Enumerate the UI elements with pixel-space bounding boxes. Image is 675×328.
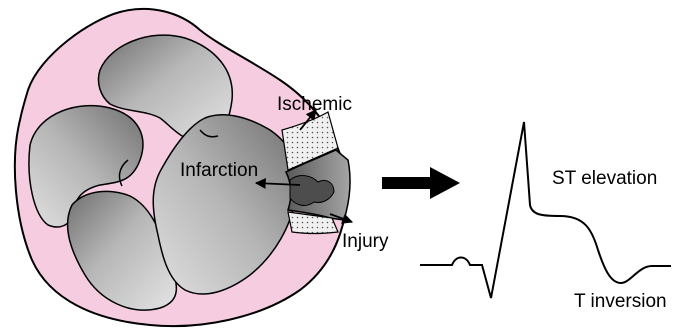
injury-label: Injury [342, 231, 389, 252]
infarction-label: Infarction [180, 160, 258, 181]
ecg-waveform [420, 122, 671, 298]
st-elevation-label: ST elevation [552, 168, 657, 189]
ischemic-label: Ischemic [277, 94, 352, 115]
right-arrow-icon [382, 167, 460, 199]
t-inversion-label: T inversion [574, 291, 667, 312]
